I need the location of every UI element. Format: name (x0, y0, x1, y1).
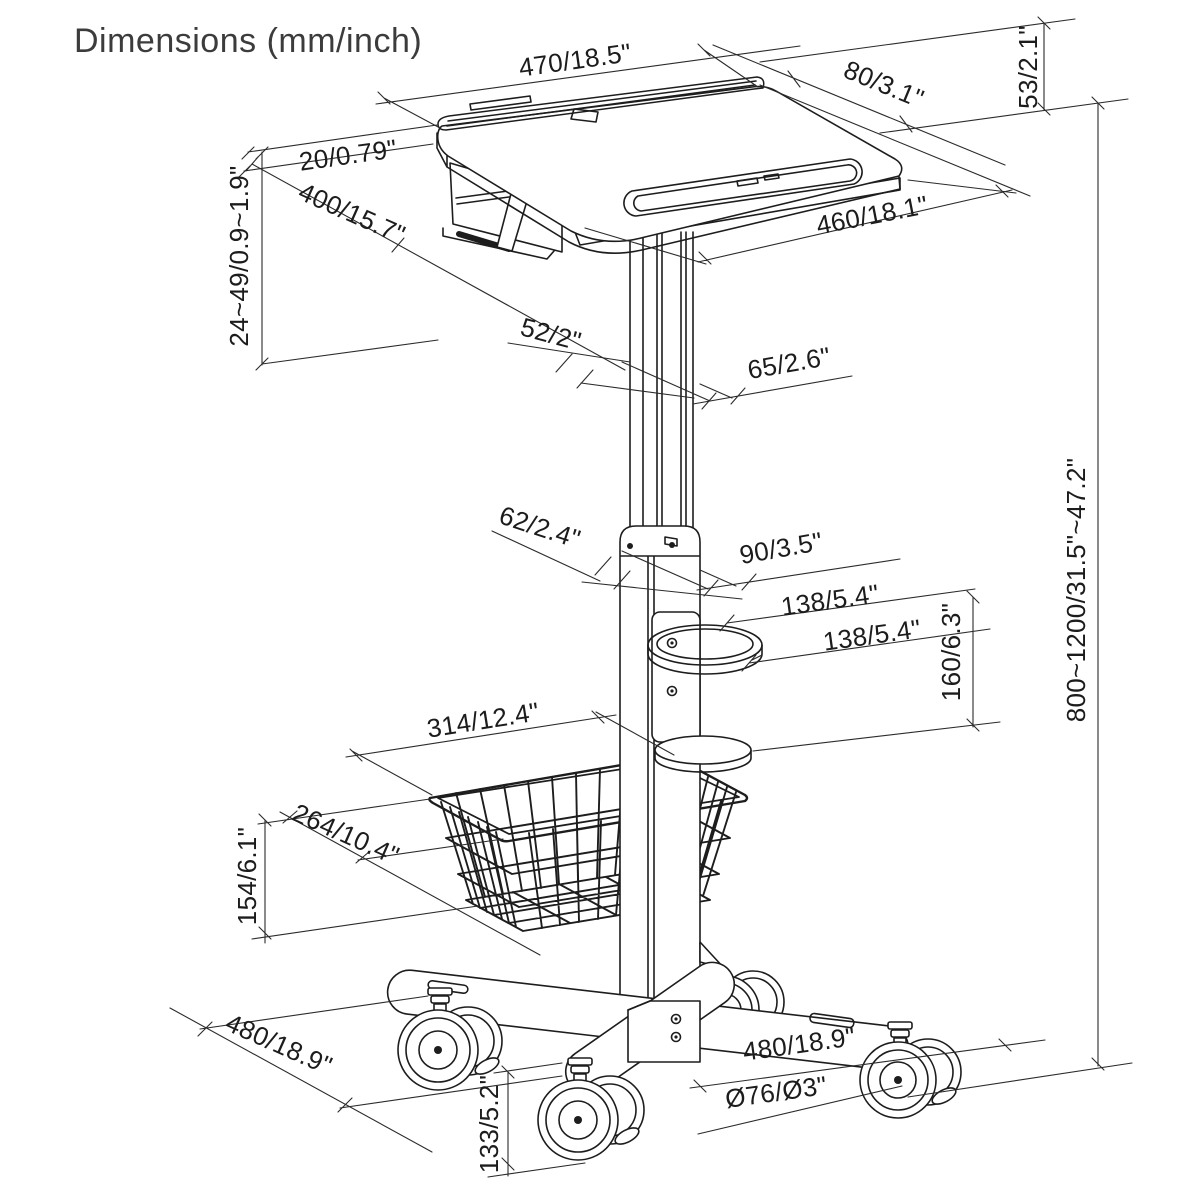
dim-rear-rail-depth-line (712, 44, 1031, 197)
laptop-rail (437, 76, 765, 131)
rail-clip (570, 108, 599, 123)
dim-basket-width-line (345, 710, 675, 796)
dim-top-width-line (375, 43, 801, 129)
caster-left (397, 987, 503, 1091)
dim-inner-column-width-line (507, 342, 695, 399)
dim-label-tray-edge: 20/0.79" (297, 133, 399, 176)
block-screw-dot (674, 1017, 678, 1021)
handle-slot-outer (623, 158, 863, 217)
dim-label-tilt-range: 24~49/0.9~1.9" (224, 165, 254, 346)
collar-screw (669, 542, 675, 548)
dim-caster-diameter-leader (697, 1085, 903, 1135)
bracket-screw (666, 685, 678, 697)
dim-label-cup-offset-a: 138/5.4" (779, 578, 881, 621)
surface-edge-lines (436, 132, 901, 254)
dim-label-cup-offset-b: 138/5.4" (821, 613, 923, 656)
bracket-screw-dot (670, 689, 674, 693)
dim-label-rear-rail-depth: 80/3.1" (840, 54, 929, 114)
bracket-screw (666, 637, 678, 649)
mount-block-edge (627, 1000, 651, 1011)
block-screw (670, 1013, 682, 1025)
slot-latch (736, 173, 780, 187)
dim-label-cup-drop: 160/6.3" (936, 603, 966, 701)
dim-height-range-line (907, 96, 1133, 1098)
dim-inner-column-depth-line (621, 361, 853, 410)
caster-right (859, 1021, 962, 1119)
base-assembly (386, 961, 962, 1161)
holder-tray-top (654, 735, 752, 765)
holder-ring-inner (656, 628, 754, 660)
rail-tab (469, 95, 532, 111)
dim-base-span-right-line (689, 1038, 1046, 1093)
dim-caster-clearance-line (487, 1062, 586, 1178)
dim-label-outer-column-depth: 90/3.5" (737, 526, 825, 570)
dim-label-height-range: 800~1200/31.5"~47.2" (1061, 458, 1091, 722)
dim-label-basket-width: 314/12.4" (425, 696, 541, 743)
dim-base-span-left-line (169, 995, 563, 1153)
block-screw (670, 1031, 682, 1043)
dim-label-basket-height: 154/6.1" (232, 827, 262, 925)
dim-label-basket-depth: 264/10.4" (288, 797, 404, 870)
caster-front (537, 1057, 645, 1161)
column-mount-block (627, 1000, 701, 1063)
dim-label-outer-column-width: 62/2.4" (496, 500, 585, 554)
dim-label-inner-column-depth: 65/2.6" (745, 341, 833, 385)
block-screw-dot (674, 1035, 678, 1039)
dim-tray-edge-line (237, 124, 438, 179)
dim-surface-front-width-line (584, 179, 1017, 265)
base-slot (809, 1012, 855, 1029)
dim-rear-rail-height-line (759, 16, 1129, 134)
dim-cup-offset-b-line (741, 628, 991, 672)
dim-label-top-width: 470/18.5" (517, 37, 633, 82)
dim-outer-column-depth-line (621, 550, 901, 597)
outer-column-details (620, 536, 700, 1001)
holder-ring-top (647, 624, 763, 666)
holder-tray-band (654, 749, 752, 773)
work-surface (436, 76, 903, 260)
collar-screw (627, 543, 633, 549)
handle-slot-inner (633, 164, 858, 212)
dim-label-tray-depth: 400/15.7" (294, 176, 410, 249)
surface-plate (436, 85, 903, 243)
dimension-lines (169, 16, 1133, 1178)
dim-cup-offset-a-line (719, 588, 976, 632)
dim-basket-height-line (251, 813, 479, 944)
page-title: Dimensions (mm/inch) (74, 22, 422, 60)
inner-column-ridges (629, 231, 694, 533)
cup-holder (647, 611, 763, 773)
dim-label-rear-rail-height: 53/2.1" (1013, 25, 1043, 109)
dim-label-base-span-left: 480/18.9" (221, 1007, 337, 1080)
dim-tilt-range-line (255, 146, 439, 371)
dim-basket-depth-line (257, 798, 541, 956)
dim-cup-drop-line (752, 590, 1001, 752)
basket-rim-inner (437, 761, 740, 835)
dim-outer-column-width-line (491, 530, 743, 600)
dim-label-caster-clearance: 133/5.2" (474, 1075, 504, 1173)
bracket-screw-dot (670, 641, 674, 645)
